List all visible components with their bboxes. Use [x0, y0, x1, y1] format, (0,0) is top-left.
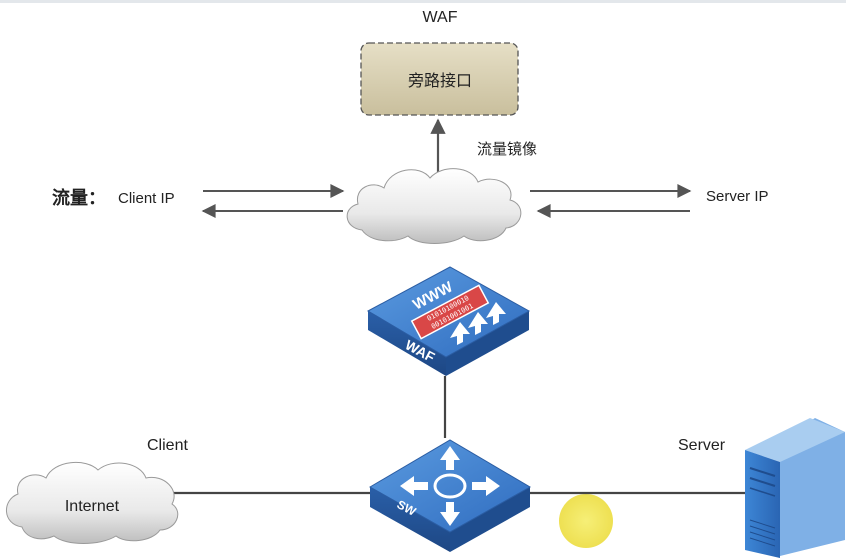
- waf-device-icon: WWW 01010100010 00101001001 WAF: [366, 266, 531, 376]
- bypass-interface-box: 旁路接口: [360, 42, 519, 116]
- traffic-prefix-label: 流量：: [52, 187, 106, 208]
- client-label: Client: [147, 437, 188, 454]
- switch-icon: SW: [368, 439, 532, 552]
- cloud-icon: Internet: [6, 461, 179, 544]
- cursor-highlight: [559, 494, 613, 548]
- server-label: Server: [678, 437, 726, 454]
- top-waf-label: WAF: [423, 9, 458, 26]
- bypass-interface-label: 旁路接口: [408, 72, 472, 90]
- server-tower-icon: [745, 418, 845, 558]
- top-edge-strip: [0, 0, 846, 3]
- traffic-mirror-label: 流量镜像: [477, 140, 537, 158]
- internet-label: Internet: [65, 498, 120, 515]
- cloud-icon: [346, 168, 522, 244]
- client-ip-label: Client IP: [118, 190, 175, 207]
- server-ip-label: Server IP: [706, 188, 769, 205]
- up-arrow-icon: [450, 302, 506, 345]
